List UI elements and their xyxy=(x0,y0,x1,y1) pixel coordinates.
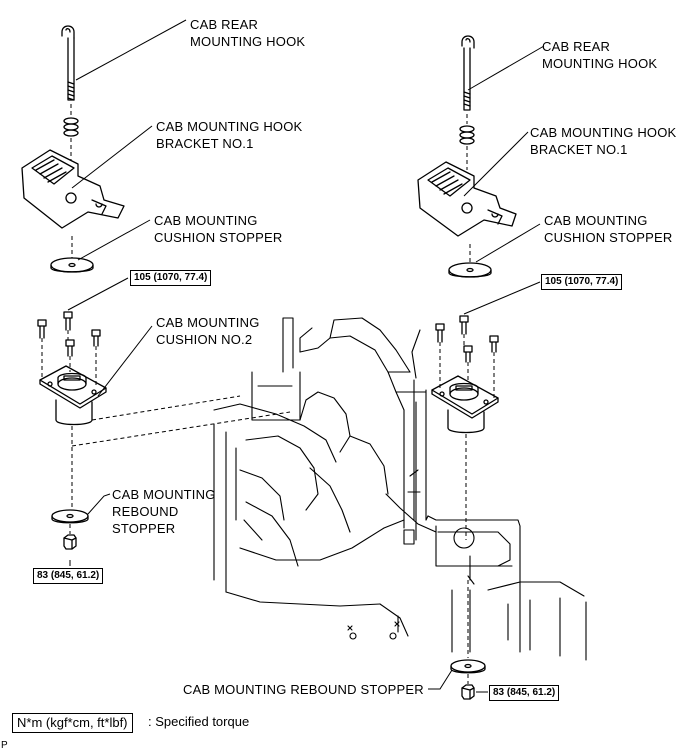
right-hook-label-line2: MOUNTING HOOK xyxy=(542,56,658,71)
right-rebound-label: CAB MOUNTING REBOUND STOPPER xyxy=(183,682,424,697)
right-washers xyxy=(459,125,475,145)
left-bracket-label-line2: BRACKET NO.1 xyxy=(156,136,254,151)
left-cushion-stopper-label: CAB MOUNTING CUSHION STOPPER xyxy=(154,212,282,246)
left-bracket-label: CAB MOUNTING HOOK BRACKET NO.1 xyxy=(156,118,302,152)
left-rebound-label-line2: REBOUND xyxy=(112,504,179,519)
left-cushion-label-line2: CUSHION NO.2 xyxy=(156,332,253,347)
leader-lines xyxy=(67,19,545,693)
left-bolt-torque: 105 (1070, 77.4) xyxy=(130,270,212,286)
torque-legend-text: : Specified torque xyxy=(148,714,250,729)
right-cab-rear-mounting-hook xyxy=(461,35,475,111)
right-bracket-label-line2: BRACKET NO.1 xyxy=(530,142,628,157)
left-hook-bracket xyxy=(21,149,125,229)
left-hook-label: CAB REAR MOUNTING HOOK xyxy=(190,16,305,50)
left-cushion-label-line1: CAB MOUNTING xyxy=(156,315,260,330)
right-cushion-stopper-label: CAB MOUNTING CUSHION STOPPER xyxy=(544,212,672,246)
left-hook-label-line2: MOUNTING HOOK xyxy=(190,34,306,49)
footer-code: P xyxy=(1,740,8,751)
right-hook-bracket xyxy=(417,161,517,237)
left-bolts xyxy=(37,311,101,357)
right-rebound-stopper xyxy=(450,659,486,674)
left-cushion-stopper-label-line1: CAB MOUNTING xyxy=(154,213,258,228)
left-cushion-no2 xyxy=(39,365,107,426)
right-bracket-label-line1: CAB MOUNTING HOOK xyxy=(530,125,677,140)
torque-legend-unit: N*m (kgf*cm, ft*lbf) xyxy=(12,713,133,733)
right-bolts xyxy=(435,315,499,363)
right-cushion-stopper xyxy=(448,262,492,278)
right-bracket-label: CAB MOUNTING HOOK BRACKET NO.1 xyxy=(530,124,676,158)
left-rebound-label-line1: CAB MOUNTING xyxy=(112,487,216,502)
left-nut-torque: 83 (845, 61.2) xyxy=(33,568,104,584)
left-rebound-label: CAB MOUNTING REBOUND STOPPER xyxy=(112,486,216,537)
left-cushion-label: CAB MOUNTING CUSHION NO.2 xyxy=(156,314,260,348)
left-nut xyxy=(63,534,77,550)
right-cushion-stopper-label-line1: CAB MOUNTING xyxy=(544,213,648,228)
left-cushion-stopper-label-line2: CUSHION STOPPER xyxy=(154,230,283,245)
right-hook-label: CAB REAR MOUNTING HOOK xyxy=(542,38,657,72)
right-bolt-torque: 105 (1070, 77.4) xyxy=(541,274,623,290)
right-cushion-stopper-label-line2: CUSHION STOPPER xyxy=(544,230,673,245)
right-nut-torque: 83 (845, 61.2) xyxy=(489,685,560,701)
left-bracket-label-line1: CAB MOUNTING HOOK xyxy=(156,119,303,134)
right-hook-label-line1: CAB REAR xyxy=(542,39,611,54)
left-cushion-stopper xyxy=(50,257,94,273)
left-washers xyxy=(63,117,79,137)
left-rebound-stopper xyxy=(51,509,89,524)
right-nut xyxy=(461,684,475,700)
right-cushion-no2 xyxy=(431,375,499,434)
left-hook-label-line1: CAB REAR xyxy=(190,17,259,32)
vehicle-frame xyxy=(213,317,587,661)
left-cab-rear-mounting-hook xyxy=(61,25,75,101)
alignment-lines xyxy=(41,104,495,684)
left-rebound-label-line3: STOPPER xyxy=(112,521,176,536)
